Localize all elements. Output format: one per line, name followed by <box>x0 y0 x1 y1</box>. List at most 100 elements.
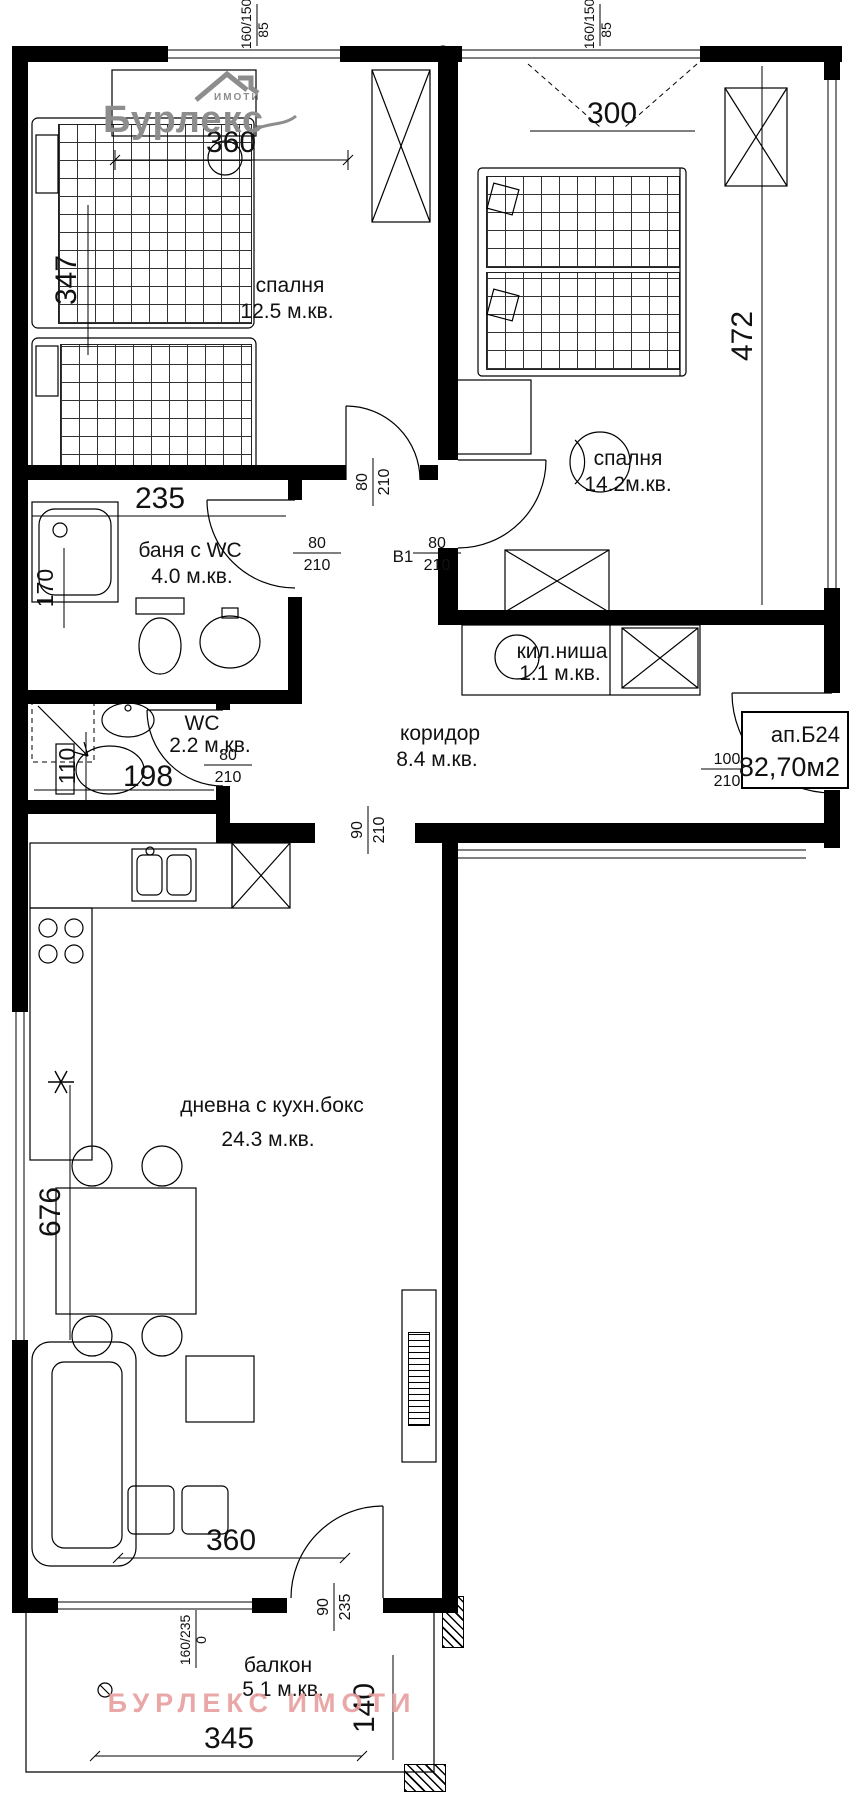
toilet-icon <box>135 597 185 675</box>
svg-text:210: 210 <box>215 769 242 786</box>
chair-back-icon <box>574 439 586 485</box>
svg-text:210: 210 <box>376 469 393 496</box>
door-swings <box>146 405 833 1599</box>
dim-window1-sill: 85 <box>255 22 271 38</box>
wardrobe-icon <box>724 87 788 187</box>
door-label-wc: 80 210 <box>204 747 252 786</box>
room-area-bedroom1: 12.5 м.кв. <box>240 300 333 323</box>
door-label-bathroom: 80 210 <box>293 535 341 574</box>
door-arc-bathroom <box>206 499 296 589</box>
boiler-icon <box>494 634 540 680</box>
light-structure <box>25 624 806 1773</box>
dim-balcony-depth: 140 <box>348 1683 381 1733</box>
bed <box>31 117 255 329</box>
room-name-bedroom1: спалня <box>256 274 325 297</box>
dim-bedroom2-depth: 472 <box>726 311 759 361</box>
door-arc-balcony <box>290 1505 384 1599</box>
room-name-bathroom: баня с WC <box>138 539 241 562</box>
svg-text:80: 80 <box>428 535 446 552</box>
tv-cabinet <box>401 1289 437 1463</box>
door-label-kitchen: 90 210 <box>349 806 388 854</box>
dim-balcony-window-size: 160/235 <box>177 1614 193 1665</box>
dim-window2-sill: 85 <box>598 22 614 38</box>
room-labels: спалня 12.5 м.кв. спалня 14.2м.кв. баня … <box>138 274 671 1701</box>
dim-living-width: 360 <box>206 1524 256 1557</box>
desk <box>111 69 257 137</box>
cabinet-icon <box>231 842 291 909</box>
room-area-bedroom2: 14.2м.кв. <box>584 473 671 496</box>
sofa <box>31 1341 137 1567</box>
logo-swoosh-icon <box>251 114 297 133</box>
door-labels: 80 210 В1 80 210 80 210 80 210 100 <box>204 458 753 1631</box>
door-label-balcony: 90 235 <box>315 1583 354 1631</box>
logo-text: Бурлекс <box>103 99 264 141</box>
room-name-niche: кил.ниша <box>517 640 608 663</box>
pillow-icon <box>486 288 520 322</box>
logo-house-icon <box>194 70 260 102</box>
door-arc-bedroom1 <box>345 405 421 481</box>
bed-mattress <box>486 272 680 370</box>
pillow-icon <box>35 134 59 194</box>
dim-bedroom2-window: 300 <box>587 97 637 130</box>
dim-living-depth: 676 <box>34 1187 67 1237</box>
room-name-balcony: балкон <box>244 1654 312 1677</box>
pouf <box>181 1485 229 1535</box>
svg-text:80: 80 <box>308 535 326 552</box>
door-label-bedroom2: В1 80 210 <box>393 535 461 574</box>
logo-sub-text: ИМОТИ <box>214 92 261 103</box>
svg-text:100: 100 <box>714 751 741 768</box>
floor-drain-icon <box>97 1682 113 1698</box>
dimensions: 360 347 300 472 235 170 110 198 <box>32 0 763 1762</box>
unit-info-box: ап.Б24 82,70м2 <box>739 711 849 789</box>
watermark-text: БУРЛЕКС ИМОТИ <box>108 1688 417 1718</box>
room-area-living: 24.3 м.кв. <box>221 1128 314 1151</box>
chair-icon <box>71 1315 113 1357</box>
svg-text:80: 80 <box>219 747 237 764</box>
door-arc-wc <box>146 709 224 787</box>
bed-mattress <box>60 344 252 474</box>
room-area-bathroom: 4.0 м.кв. <box>151 565 232 588</box>
svg-text:80: 80 <box>354 473 371 491</box>
dim-bathroom-width: 235 <box>135 482 185 515</box>
svg-text:210: 210 <box>714 773 741 790</box>
stove-burner-icon <box>38 918 84 964</box>
fridge-icon <box>48 1070 74 1094</box>
svg-text:235: 235 <box>337 1594 354 1621</box>
logo: ИМОТИ Бурлекс <box>103 70 297 141</box>
room-area-balcony: 5.1 м.кв. <box>242 1678 323 1701</box>
room-name-bedroom2: спалня <box>594 447 663 470</box>
room-area-corridor: 8.4 м.кв. <box>396 748 477 771</box>
bed <box>477 167 687 377</box>
svg-text:В1: В1 <box>393 547 414 566</box>
unit-id: ап.Б24 <box>771 722 840 747</box>
room-name-wc: WC <box>185 712 220 735</box>
wardrobe-icon <box>621 627 699 689</box>
dim-window2-size: 160/150 <box>581 0 597 49</box>
chair-icon <box>141 1145 183 1187</box>
bed-mattress <box>58 124 252 324</box>
svg-text:90: 90 <box>349 821 366 839</box>
furniture <box>29 69 788 1698</box>
wardrobe-icon <box>371 69 431 223</box>
pouf <box>127 1485 175 1535</box>
kitchen-sink-icon <box>131 846 197 902</box>
wall-pier-hatch <box>404 1764 446 1792</box>
desk <box>454 379 532 455</box>
door-label-bedroom1: 80 210 <box>354 458 393 506</box>
chair-icon <box>207 140 243 176</box>
sink-icon <box>101 702 155 738</box>
bed-mattress <box>486 176 680 268</box>
dim-balcony-width: 345 <box>204 1722 254 1755</box>
dining-table <box>55 1187 197 1315</box>
bed <box>31 337 257 479</box>
svg-text:210: 210 <box>424 557 451 574</box>
wardrobe-icon <box>504 549 610 613</box>
room-area-niche: 1.1 м.кв. <box>519 662 600 685</box>
dim-wc-width: 198 <box>123 760 173 793</box>
unit-area: 82,70м2 <box>739 752 840 782</box>
coffee-table <box>185 1355 255 1423</box>
toilet-icon <box>55 743 145 795</box>
dim-wc-inner: 110 <box>54 748 80 785</box>
room-name-corridor: коридор <box>400 722 480 745</box>
